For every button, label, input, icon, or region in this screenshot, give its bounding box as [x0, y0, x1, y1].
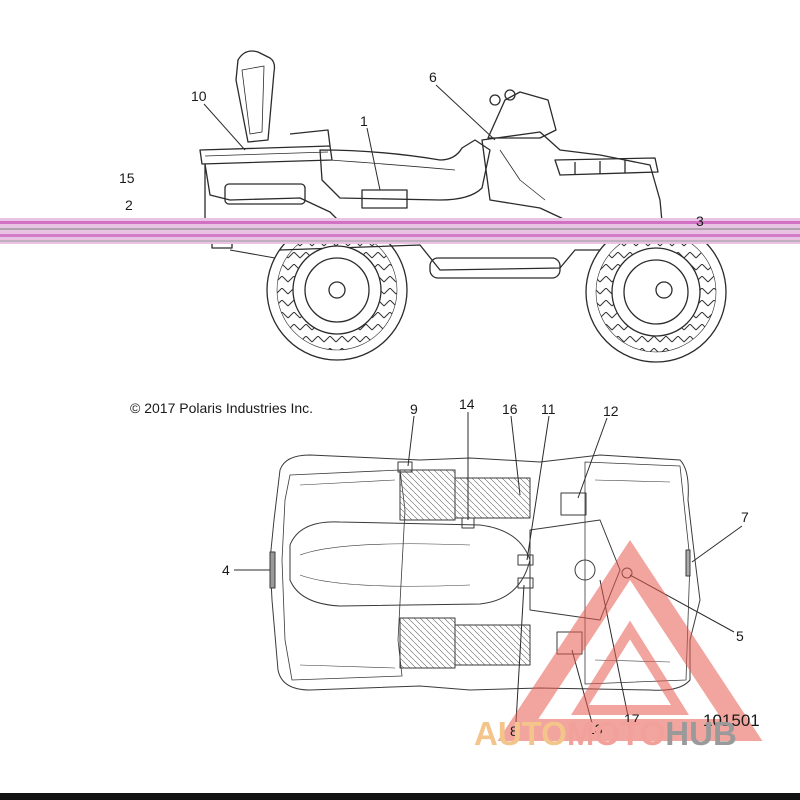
callout-6: 6 — [429, 69, 437, 85]
callout-4: 4 — [222, 562, 230, 578]
watermark-part-hub: HUB — [665, 715, 737, 752]
watermark-part-moto: MOTO — [566, 715, 666, 752]
watermark-part-auto: AUTO — [474, 715, 567, 752]
callout-5: 5 — [736, 628, 744, 644]
callout-3: 3 — [696, 213, 704, 229]
callout-2: 2 — [125, 197, 133, 213]
callout-9: 9 — [410, 401, 418, 417]
copyright-notice: © 2017 Polaris Industries Inc. — [130, 400, 314, 416]
callout-7: 7 — [741, 509, 749, 525]
bottom-border — [0, 793, 800, 800]
callout-15: 15 — [119, 170, 135, 186]
callout-10: 10 — [191, 88, 207, 104]
callout-14: 14 — [459, 396, 475, 412]
callout-1: 1 — [360, 113, 368, 129]
watermark-text: AUTOMOTOHUB — [474, 715, 737, 753]
callout-12: 12 — [603, 403, 619, 419]
side-leaders — [203, 84, 496, 259]
callout-17: 17 — [624, 711, 640, 727]
callout-13: 13 — [587, 721, 603, 737]
callout-8: 8 — [510, 723, 518, 739]
document-number: 101501 — [703, 711, 760, 730]
watermark-triangle-logo — [497, 540, 763, 741]
side-view-atv — [199, 50, 727, 363]
callout-16: 16 — [502, 401, 518, 417]
scan-noise-band — [0, 218, 800, 244]
callout-11: 11 — [541, 401, 556, 417]
